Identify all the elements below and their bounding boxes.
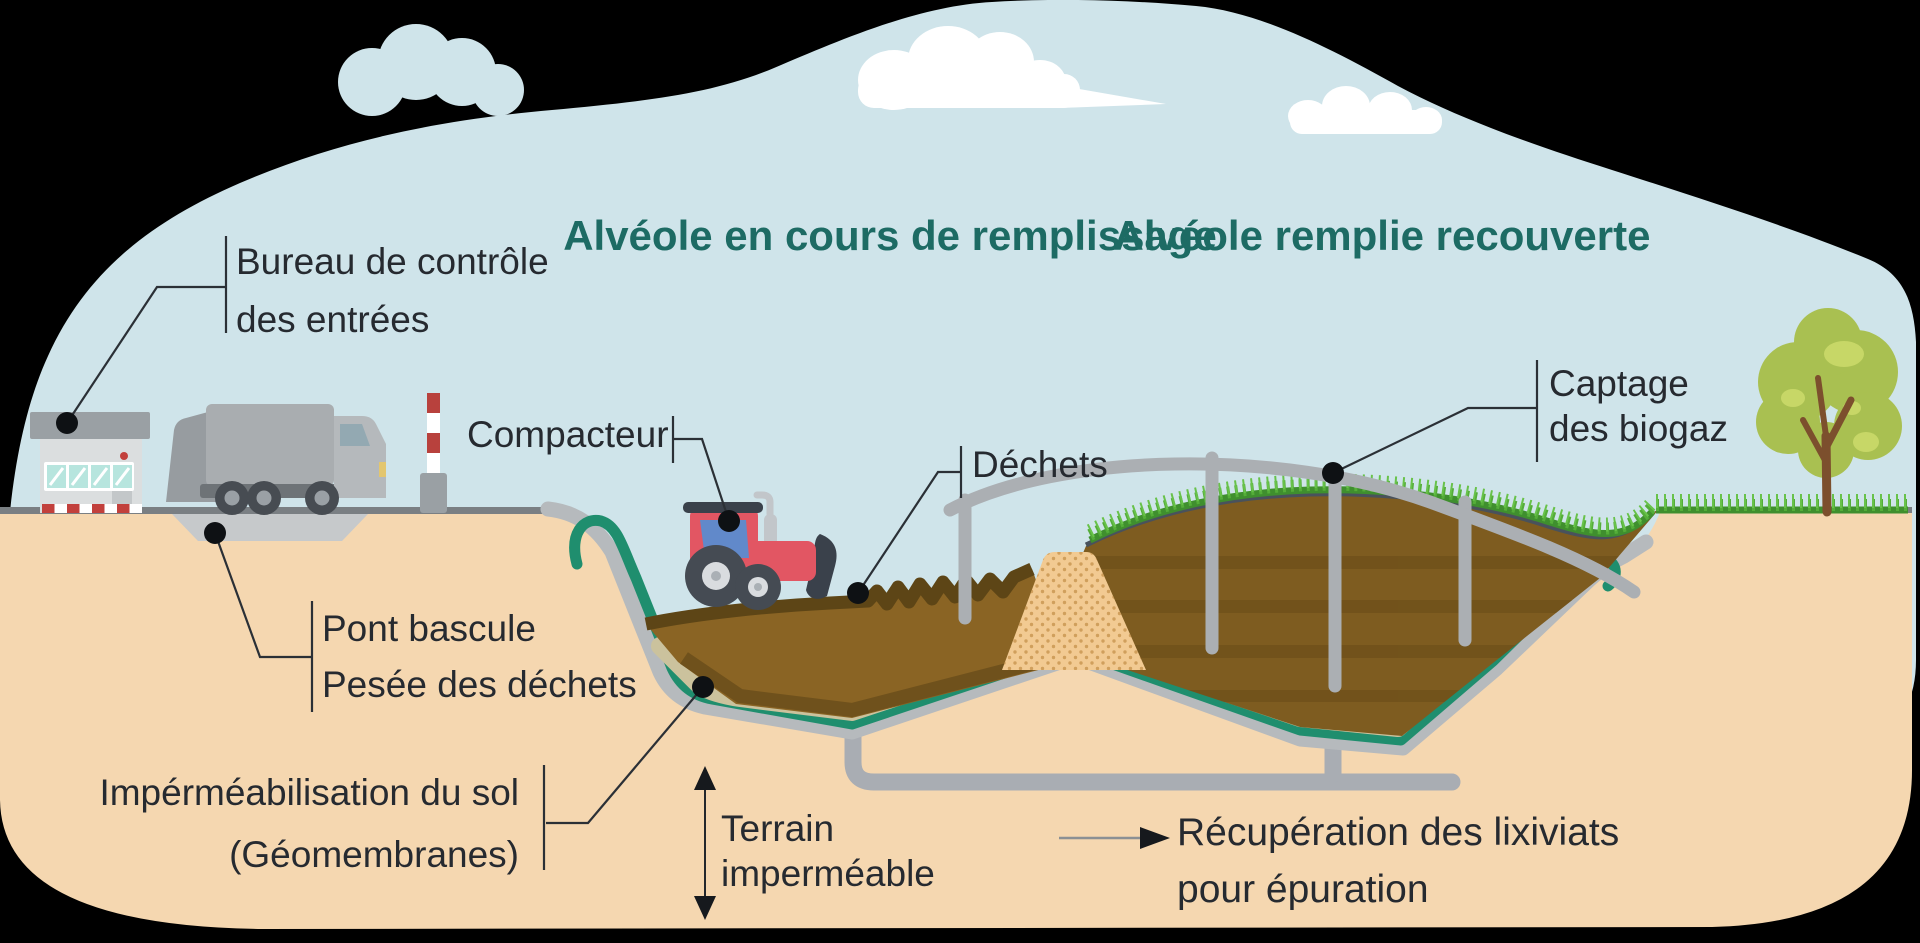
label-line: Pont bascule <box>322 608 536 649</box>
label-line: Compacteur <box>467 414 669 455</box>
label-impermeable-terrain: Terrain imperméable <box>721 806 935 896</box>
barrier-gate-illustration <box>420 393 447 513</box>
leader-lines <box>66 236 1539 870</box>
label-control-office: Bureau de contrôle des entrées <box>236 233 549 349</box>
compactor-tractor-illustration <box>683 491 837 610</box>
header-line: Alvéole en cours <box>563 212 900 259</box>
office-roof <box>30 412 150 439</box>
label-line: Pesée des déchets <box>322 664 637 705</box>
label-waterproofing: Impérméabilisation du sol (Géomembranes) <box>0 762 519 886</box>
label-line: Récupération des lixiviats <box>1177 811 1620 854</box>
header-line: Alvéole remplie <box>1113 212 1425 259</box>
header-line: de remplissage <box>910 212 1217 259</box>
tractor-wheels <box>685 545 781 610</box>
cloud-small-icon <box>1288 86 1442 134</box>
header-cell-filling: Alvéole en cours de remplissage <box>563 206 1217 265</box>
sand-berm <box>1002 552 1146 670</box>
leader-dots <box>56 412 1344 698</box>
label-line: Déchets <box>972 444 1108 485</box>
label-line: Terrain <box>721 808 835 849</box>
label-biogas-capture: Captage des biogaz <box>1549 361 1728 451</box>
truck-headlight <box>379 462 386 477</box>
truck-window <box>340 424 370 446</box>
label-line: des entrées <box>236 299 430 340</box>
label-line: Bureau de contrôle <box>236 241 549 282</box>
label-leachate-recovery: Récupération des lixiviats pour épuratio… <box>1177 804 1619 918</box>
label-compactor: Compacteur <box>467 414 669 456</box>
cloud-large-icon <box>858 26 1166 110</box>
label-line: (Géomembranes) <box>229 834 519 875</box>
tractor-exhaust <box>753 491 774 518</box>
label-weighbridge: Pont bascule Pesée des déchets <box>322 601 637 713</box>
label-line: pour épuration <box>1177 868 1429 911</box>
office-windows <box>44 462 134 491</box>
weighbridge-platform <box>172 514 368 541</box>
label-line: Captage <box>1549 363 1689 404</box>
tractor-blade <box>806 534 837 599</box>
control-office-illustration <box>30 412 150 513</box>
label-waste: Déchets <box>972 444 1108 486</box>
garbage-truck-illustration <box>166 404 386 515</box>
tractor-roof <box>683 502 763 513</box>
office-lamp <box>120 452 128 460</box>
label-line: imperméable <box>721 853 935 894</box>
header-cell-covered: Alvéole remplie recouverte <box>1114 206 1651 265</box>
truck-wheels <box>215 481 339 515</box>
office-striped-base <box>42 504 142 513</box>
biogas-collection-pipes <box>943 451 1641 693</box>
tree-illustration <box>1756 308 1902 517</box>
leachate-flow-arrow <box>1059 827 1170 849</box>
depth-arrow <box>694 766 716 920</box>
label-line: des biogaz <box>1549 408 1728 449</box>
road-surface-line <box>0 507 554 514</box>
topsoil-cover-line <box>1084 491 1652 548</box>
sky-cloud-bump <box>338 24 524 116</box>
label-line: Impérméabilisation du sol <box>99 772 519 813</box>
header-line: recouverte <box>1435 212 1651 259</box>
